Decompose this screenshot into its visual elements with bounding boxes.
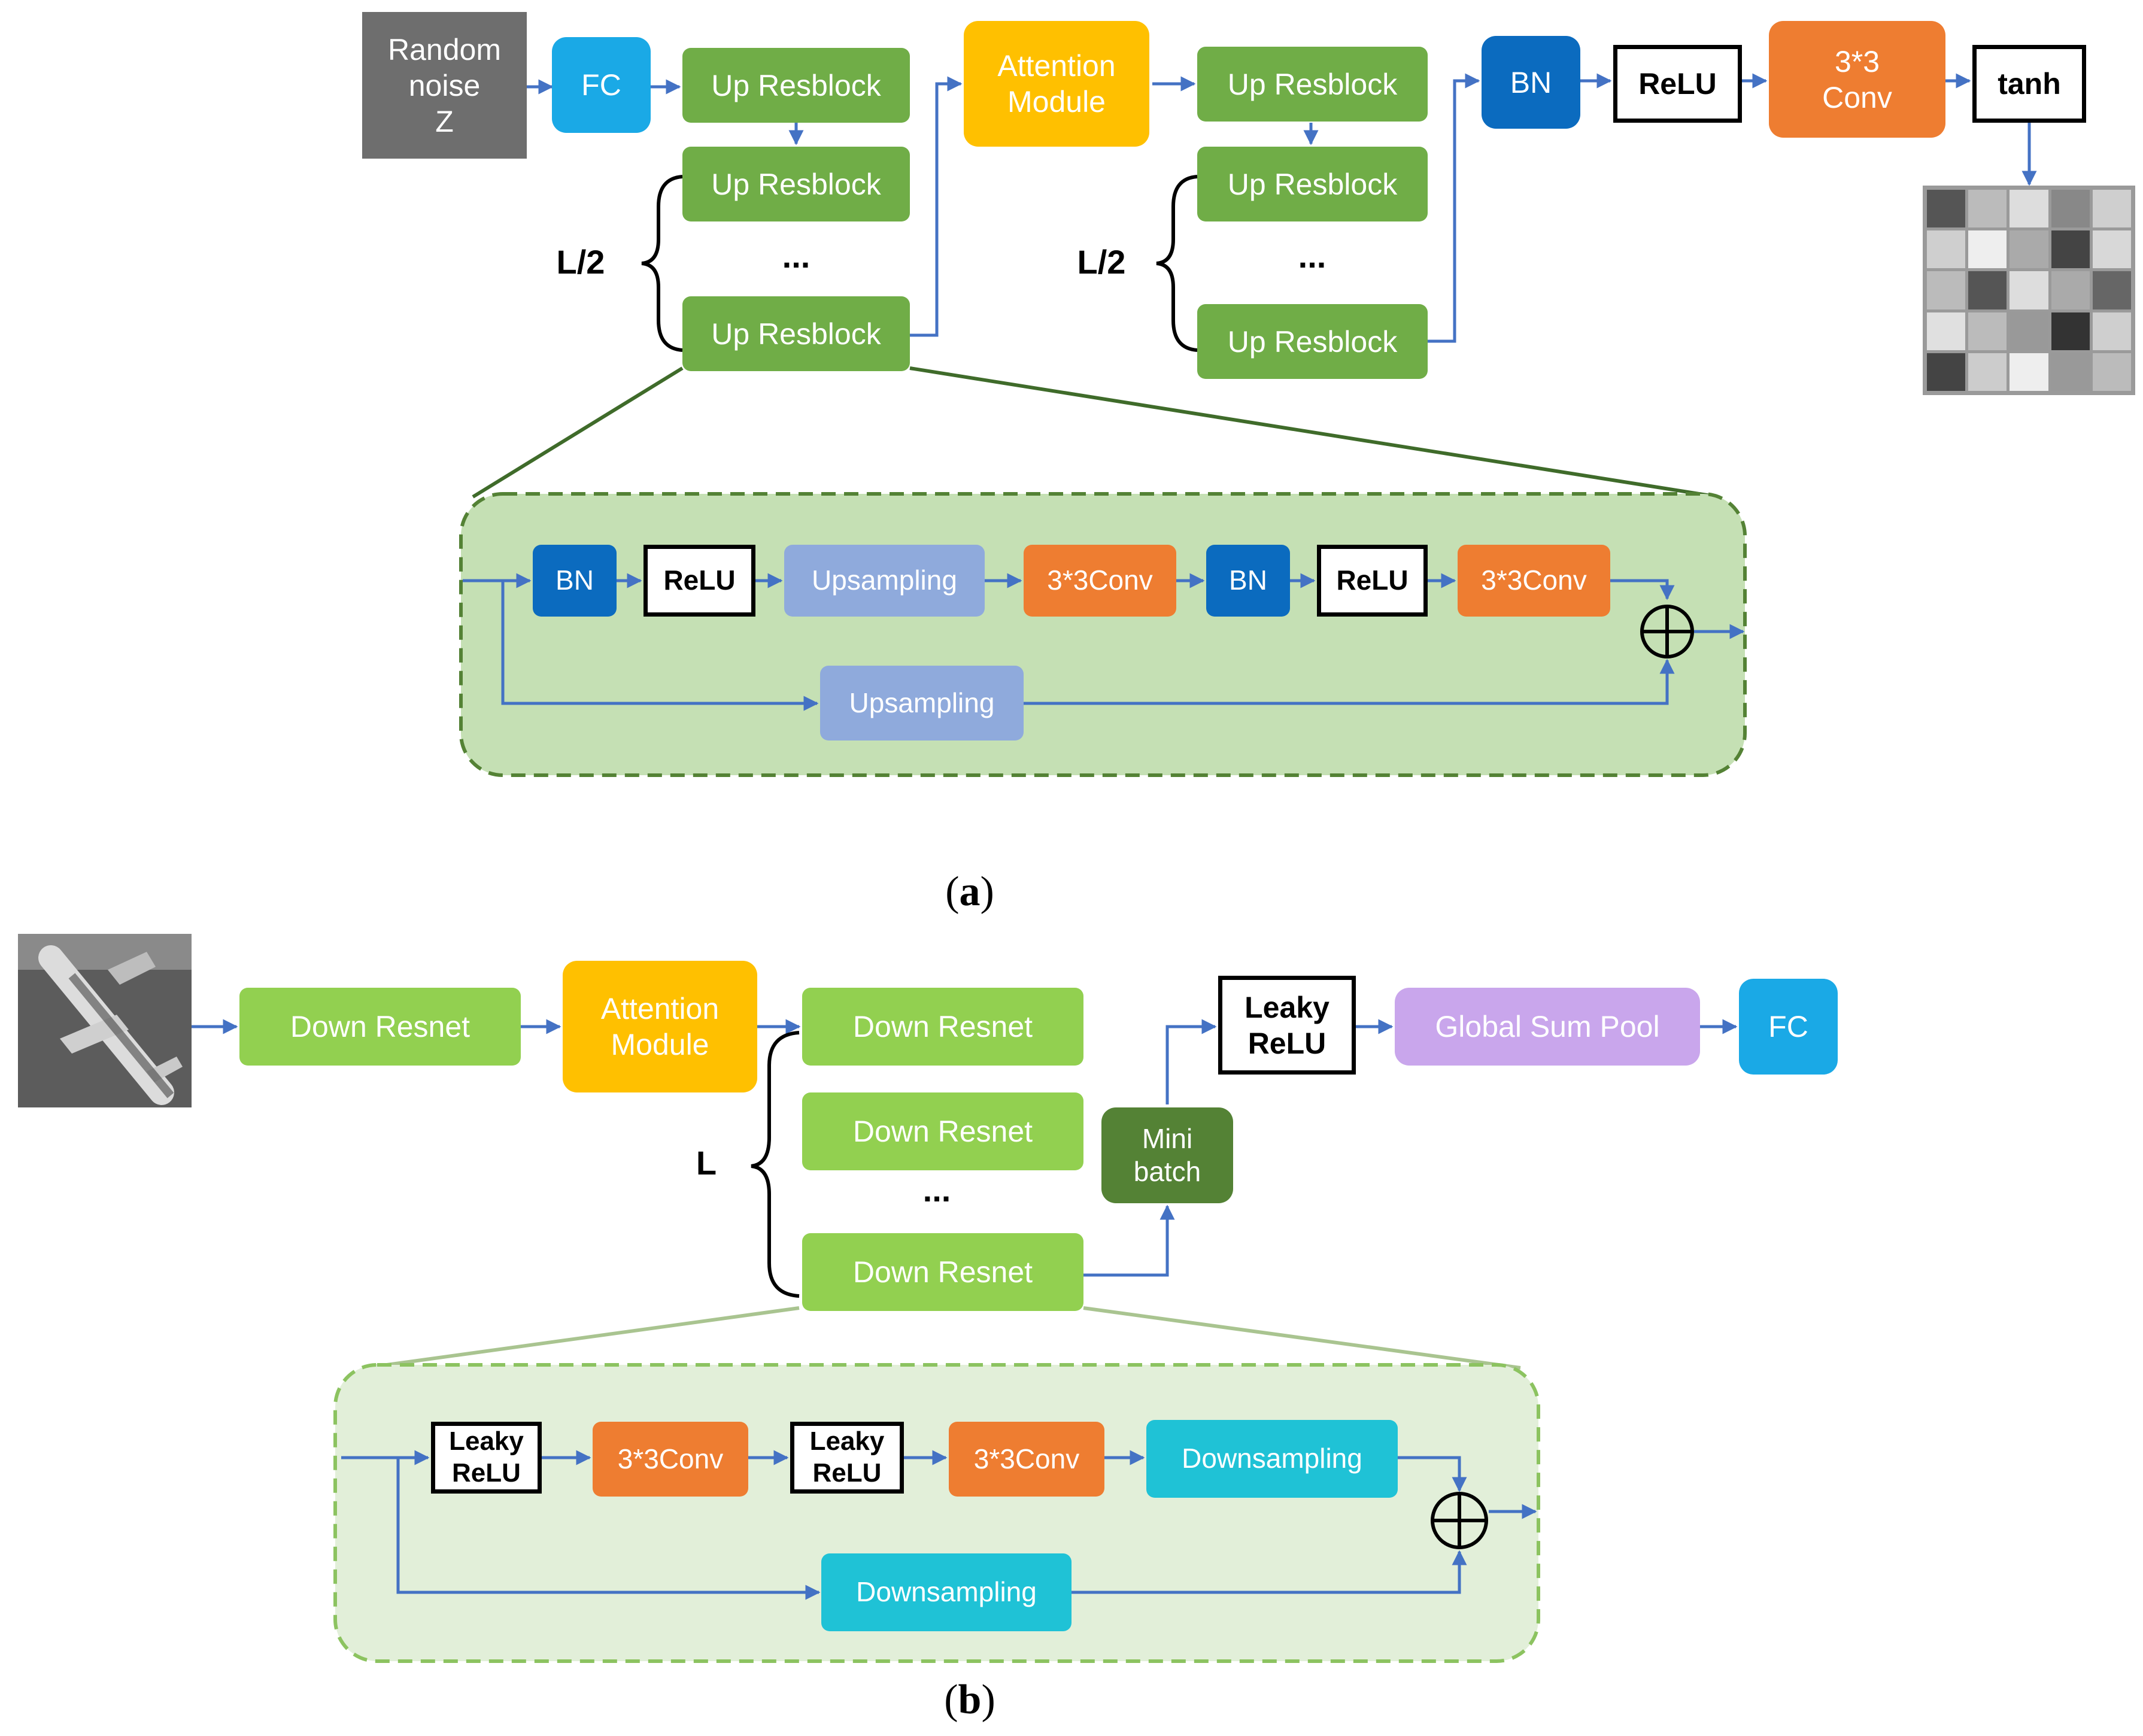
caption-b-letter: b	[958, 1677, 982, 1723]
caption-b-open: (	[944, 1677, 958, 1723]
fc-block-a: FC	[552, 37, 651, 133]
detail-b-downsampling-1: Downsampling	[1146, 1420, 1398, 1498]
up-resblock-a2: Up Resblock	[682, 147, 910, 221]
caption-a-letter: a	[959, 869, 981, 915]
detail-b-conv-2: 3*3Conv	[949, 1422, 1104, 1497]
arrow-bd-5	[1398, 1456, 1467, 1492]
caption-a: (a)	[910, 868, 1030, 916]
attention-module-a: Attention Module	[964, 21, 1149, 147]
tanh-block: tanh	[1972, 45, 2086, 123]
leaky-relu-block-b: Leaky ReLU	[1218, 976, 1356, 1075]
random-noise-block: Random noise Z	[362, 12, 527, 159]
up-resblock-b1: Up Resblock	[1197, 47, 1428, 122]
brace-b	[751, 1031, 800, 1298]
zoom-line-a-right	[909, 366, 1719, 499]
global-sum-pool-block: Global Sum Pool	[1395, 988, 1700, 1066]
detail-a-bn-1: BN	[533, 545, 617, 617]
detail-b-leaky-relu-1: Leaky ReLU	[431, 1422, 542, 1494]
detail-a-conv-1: 3*3Conv	[1024, 545, 1176, 617]
arrow-ad-7	[1610, 579, 1675, 600]
brace-a-left	[641, 175, 683, 352]
l-half-label-a2: L/2	[1077, 243, 1126, 281]
caption-b-close: )	[981, 1677, 995, 1723]
detail-b-leaky-relu-2: Leaky ReLU	[790, 1422, 904, 1494]
l-half-label-a1: L/2	[556, 243, 605, 281]
caption-b: (b)	[910, 1676, 1030, 1724]
down-resnet-4: Down Resnet	[802, 1233, 1083, 1311]
zoom-line-b-right	[1083, 1306, 1521, 1370]
up-resblock-b2: Up Resblock	[1197, 147, 1428, 221]
bn-block-a: BN	[1482, 36, 1580, 129]
brace-a-right	[1156, 175, 1198, 352]
attention-module-b: Attention Module	[563, 961, 757, 1092]
detail-a-bn-2: BN	[1206, 545, 1290, 617]
down-resnet-3: Down Resnet	[802, 1092, 1083, 1170]
zoom-line-b-left	[365, 1306, 800, 1370]
detail-a-conv-2: 3*3Conv	[1458, 545, 1610, 617]
detail-a-relu-1: ReLU	[643, 545, 755, 617]
conv-block-a: 3*3 Conv	[1769, 21, 1945, 138]
arrow-bd-skip2	[1072, 1550, 1467, 1594]
input-airplane-image	[18, 934, 192, 1107]
down-resnet-2: Down Resnet	[802, 988, 1083, 1066]
detail-a-upsampling-skip: Upsampling	[820, 666, 1024, 740]
arrow-a-bn	[1428, 73, 1480, 343]
up-resblock-b3: Up Resblock	[1197, 304, 1428, 379]
ellipsis-a1: ...	[782, 237, 811, 275]
l-label-b: L	[696, 1144, 717, 1182]
arrow-bd-skip	[396, 1458, 821, 1600]
zoom-line-a-left	[472, 366, 684, 499]
detail-b-conv-1: 3*3Conv	[593, 1422, 748, 1497]
arrow-b-minibatch	[1083, 1204, 1175, 1277]
sum-a	[1640, 605, 1694, 658]
arrow-b-leaky	[1165, 1019, 1217, 1104]
up-resblock-a1: Up Resblock	[682, 48, 910, 123]
generated-samples-image	[1923, 186, 2135, 395]
up-resblock-a3: Up Resblock	[682, 296, 910, 371]
relu-block-a: ReLU	[1613, 45, 1742, 123]
arrow-ad-skip2	[1024, 658, 1675, 705]
down-resnet-1: Down Resnet	[239, 988, 521, 1066]
ellipsis-a2: ...	[1298, 237, 1327, 275]
detail-panel-a	[459, 492, 1747, 777]
ellipsis-b: ...	[922, 1171, 951, 1209]
detail-a-upsampling-1: Upsampling	[784, 545, 985, 617]
detail-a-relu-2: ReLU	[1317, 545, 1428, 617]
fc-block-b: FC	[1739, 979, 1838, 1075]
arrow-a-attention	[909, 76, 963, 337]
sum-b	[1431, 1492, 1488, 1549]
caption-a-close: )	[980, 869, 994, 915]
airplane-icon	[18, 934, 192, 1107]
mini-batch-block: Mini batch	[1101, 1107, 1233, 1203]
caption-a-open: (	[945, 869, 960, 915]
detail-b-downsampling-skip: Downsampling	[821, 1553, 1072, 1631]
arrow-ad-skip	[501, 581, 819, 711]
